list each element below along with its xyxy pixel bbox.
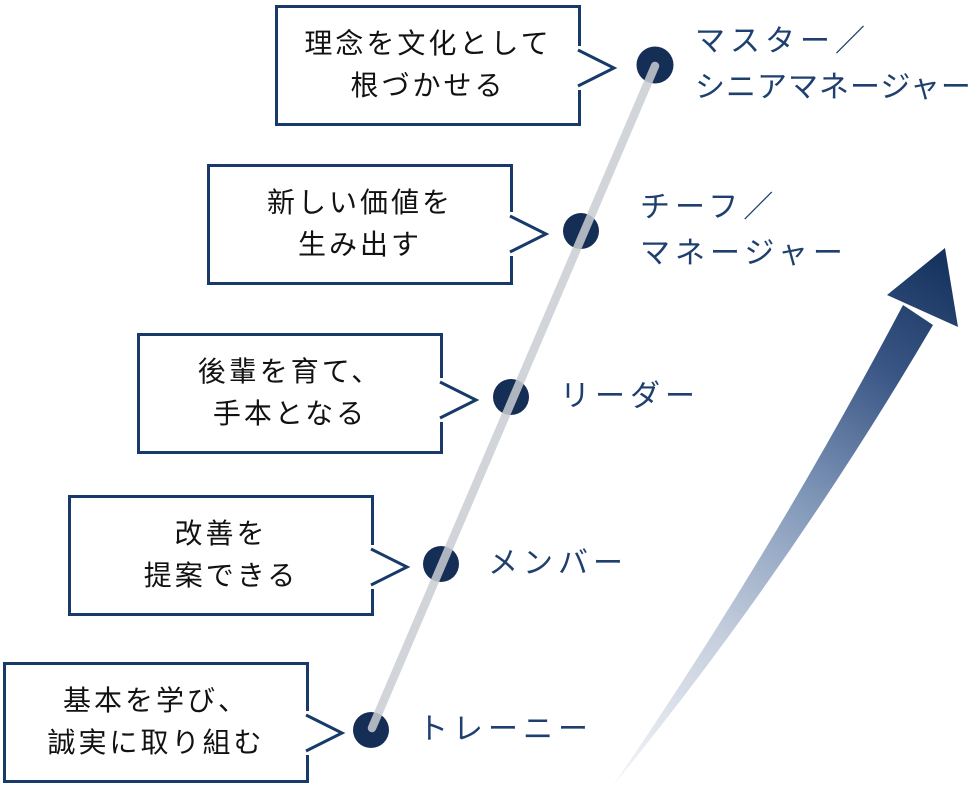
bubble-tail-icon (435, 378, 480, 422)
bubble-master-senior-manager: 理念を文化として 根づかせる (275, 5, 618, 126)
bubble-chief-manager: 新しい価値を 生み出す (207, 164, 550, 285)
growth-arrow-body (612, 305, 933, 787)
bubble-text-line: 根づかせる (350, 70, 506, 102)
bubble-text: 新しい価値を 生み出す (267, 183, 453, 267)
role-label-line: シニアマネージャー (695, 71, 972, 104)
bubble-text-line: 後輩を育て、 (197, 356, 383, 388)
career-line (367, 61, 660, 733)
role-label-line: マスター／ (695, 25, 870, 58)
role-label-line: トレーニー (418, 713, 593, 746)
growth-arrow-head (887, 248, 958, 327)
role-label-leader: リーダー (560, 374, 700, 420)
bubble-leader: 後輩を育て、 手本となる (137, 333, 480, 454)
bubble-text: 基本を学び、 誠実に取り組む (47, 681, 264, 765)
role-label-member: メンバー (488, 541, 628, 587)
bubble-text-line: 新しい価値を (266, 187, 453, 219)
role-label-trainee: トレーニー (418, 707, 593, 753)
bubble-text-line: 誠実に取り組む (47, 727, 265, 759)
bubble-member: 改善を 提案できる (68, 495, 411, 616)
bubble-tail-icon (301, 711, 346, 755)
role-label-master-senior-manager: マスター／ シニアマネージャー (695, 19, 972, 111)
role-label-line: マネージャー (640, 237, 848, 270)
role-label-line: リーダー (560, 380, 700, 413)
bubble-text-line: 手本となる (212, 398, 368, 430)
bubble-trainee: 基本を学び、 誠実に取り組む (3, 662, 346, 783)
bubble-text-line: 理念を文化として (304, 28, 552, 60)
bubble-text: 改善を 提案できる (144, 514, 298, 598)
role-label-line: チーフ／ (640, 191, 779, 224)
bubble-tail-icon (573, 46, 618, 90)
bubble-tail-icon (505, 212, 550, 256)
bubble-text-line: 提案できる (143, 560, 299, 592)
bubble-text-line: 生み出す (297, 229, 422, 261)
bubble-text-line: 基本を学び、 (62, 685, 249, 717)
bubble-text: 理念を文化として 根づかせる (304, 24, 551, 108)
role-label-line: メンバー (488, 547, 628, 580)
bubble-tail-icon (366, 545, 411, 589)
bubble-text-line: 改善を (174, 518, 268, 550)
bubble-text: 後輩を育て、 手本となる (198, 352, 383, 436)
role-label-chief-manager: チーフ／ マネージャー (640, 185, 848, 277)
